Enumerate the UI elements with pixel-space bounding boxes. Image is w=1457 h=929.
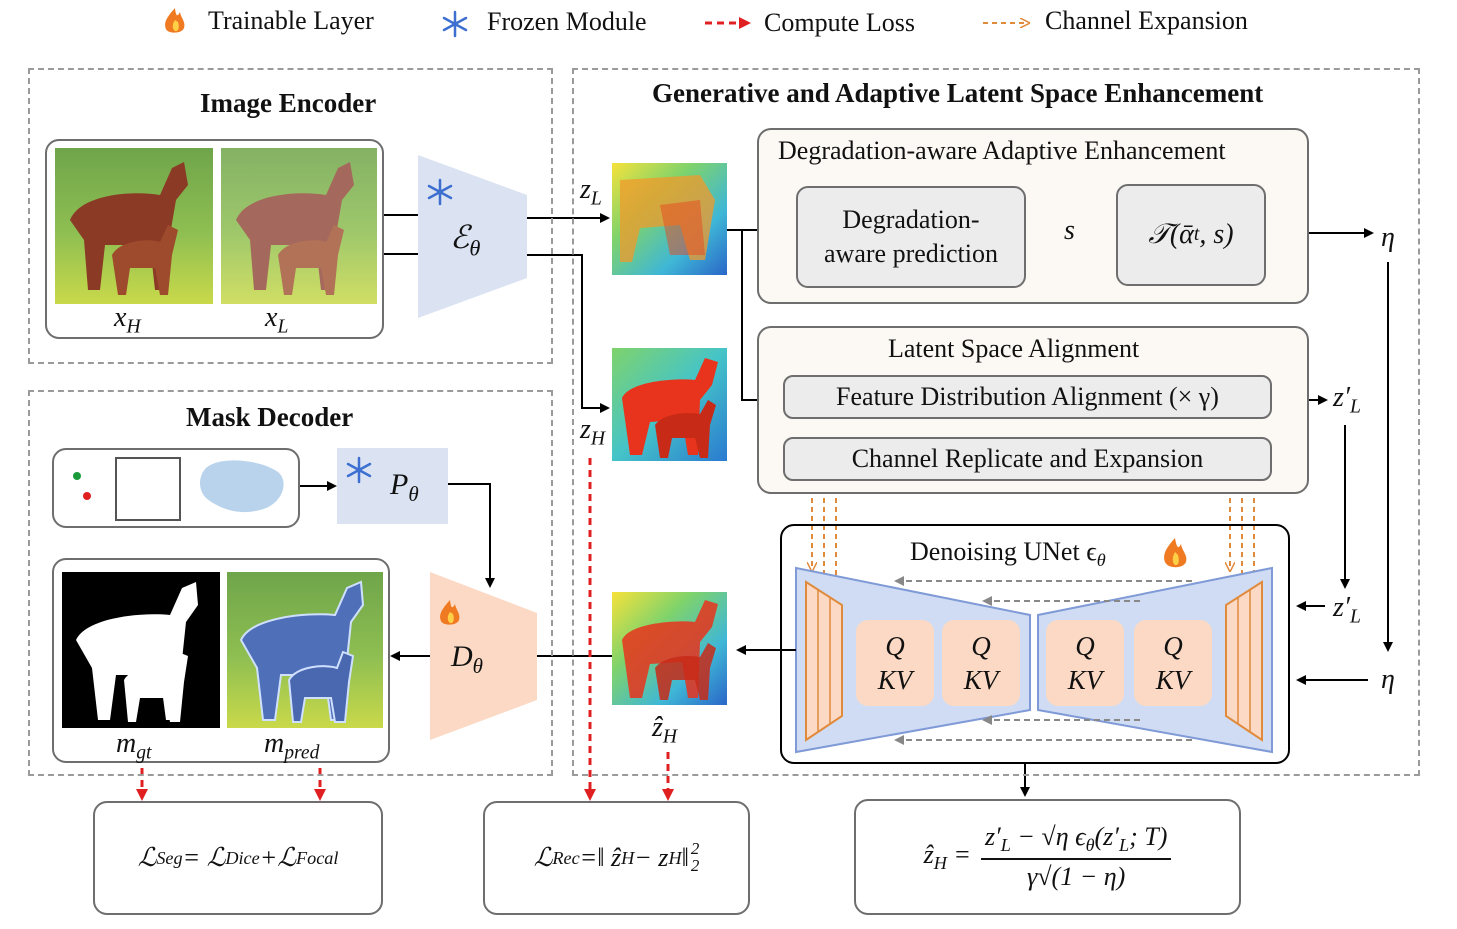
flame-icon	[440, 600, 460, 625]
degradation-prediction-box: Degradation- aware prediction	[796, 186, 1026, 288]
label-zh: zH	[580, 414, 606, 450]
snowflake-icon	[427, 178, 453, 206]
legend-expansion-label: Channel Expansion	[1045, 6, 1248, 35]
prompt-encoder-box	[337, 448, 448, 524]
prompt-encoder-label: Pθ	[390, 468, 419, 506]
image-encoder-region	[28, 68, 553, 364]
gase-title: Generative and Adaptive Latent Space Enh…	[652, 78, 1264, 108]
legend-loss-label: Compute Loss	[764, 8, 915, 37]
mask-decoder-label: Dθ	[451, 640, 483, 678]
mask-gt-image	[62, 572, 220, 728]
image-encoder-title: Image Encoder	[200, 88, 377, 118]
mask-pred-image	[227, 572, 383, 728]
heatmap-zh	[612, 348, 727, 461]
mask-decoder-title: Mask Decoder	[186, 402, 354, 432]
encoder-module-label: ℰθ	[450, 219, 481, 261]
label-mpred: mpred	[264, 728, 320, 764]
label-zl-prime-bottom: z′L	[1333, 592, 1361, 628]
fda-box: Feature Distribution Alignment (× γ)	[783, 375, 1272, 419]
heatmap-zhat	[612, 592, 727, 705]
encoder-image-frame	[45, 139, 384, 339]
lsa-title: Latent Space Alignment	[888, 334, 1140, 363]
label-eta-top: η	[1381, 222, 1395, 253]
label-zhat: ẑH	[652, 712, 678, 748]
image-xh	[55, 148, 213, 304]
cre-box: Channel Replicate and Expansion	[783, 437, 1272, 481]
label-s: s	[1064, 215, 1075, 246]
unet-box	[780, 524, 1290, 764]
label-eta-bottom: η	[1381, 664, 1395, 695]
prompt-frame	[52, 448, 300, 528]
unet-title: Denoising UNet ϵθ	[910, 537, 1106, 571]
label-zl-prime-top: z′L	[1333, 382, 1361, 418]
label-xl: xL	[265, 302, 289, 338]
flame-icon	[1160, 536, 1190, 572]
snowflake-icon	[442, 10, 468, 38]
gase-region	[572, 68, 1420, 776]
label-zl: zL	[580, 174, 602, 210]
label-mgt: mgt	[116, 728, 152, 764]
legend-trainable-label: Trainable Layer	[208, 6, 374, 35]
zhat-formula-box: ẑH = z′L − √η ϵθ(z′L; T) γ√(1 − η)	[854, 799, 1241, 915]
mask-frame	[52, 558, 390, 763]
legend-frozen-label: Frozen Module	[487, 7, 647, 36]
image-xl	[221, 148, 377, 304]
daae-title: Degradation-aware Adaptive Enhancement	[778, 136, 1226, 165]
pred-line1: Degradation-	[842, 205, 980, 234]
prompt-icons	[73, 457, 284, 521]
flame-icon	[165, 8, 185, 33]
mask-decoder-region	[28, 390, 553, 776]
label-xh: xH	[114, 302, 141, 338]
pred-line2: aware prediction	[824, 239, 998, 268]
heatmap-zl	[612, 163, 727, 275]
snowflake-icon	[345, 456, 373, 484]
